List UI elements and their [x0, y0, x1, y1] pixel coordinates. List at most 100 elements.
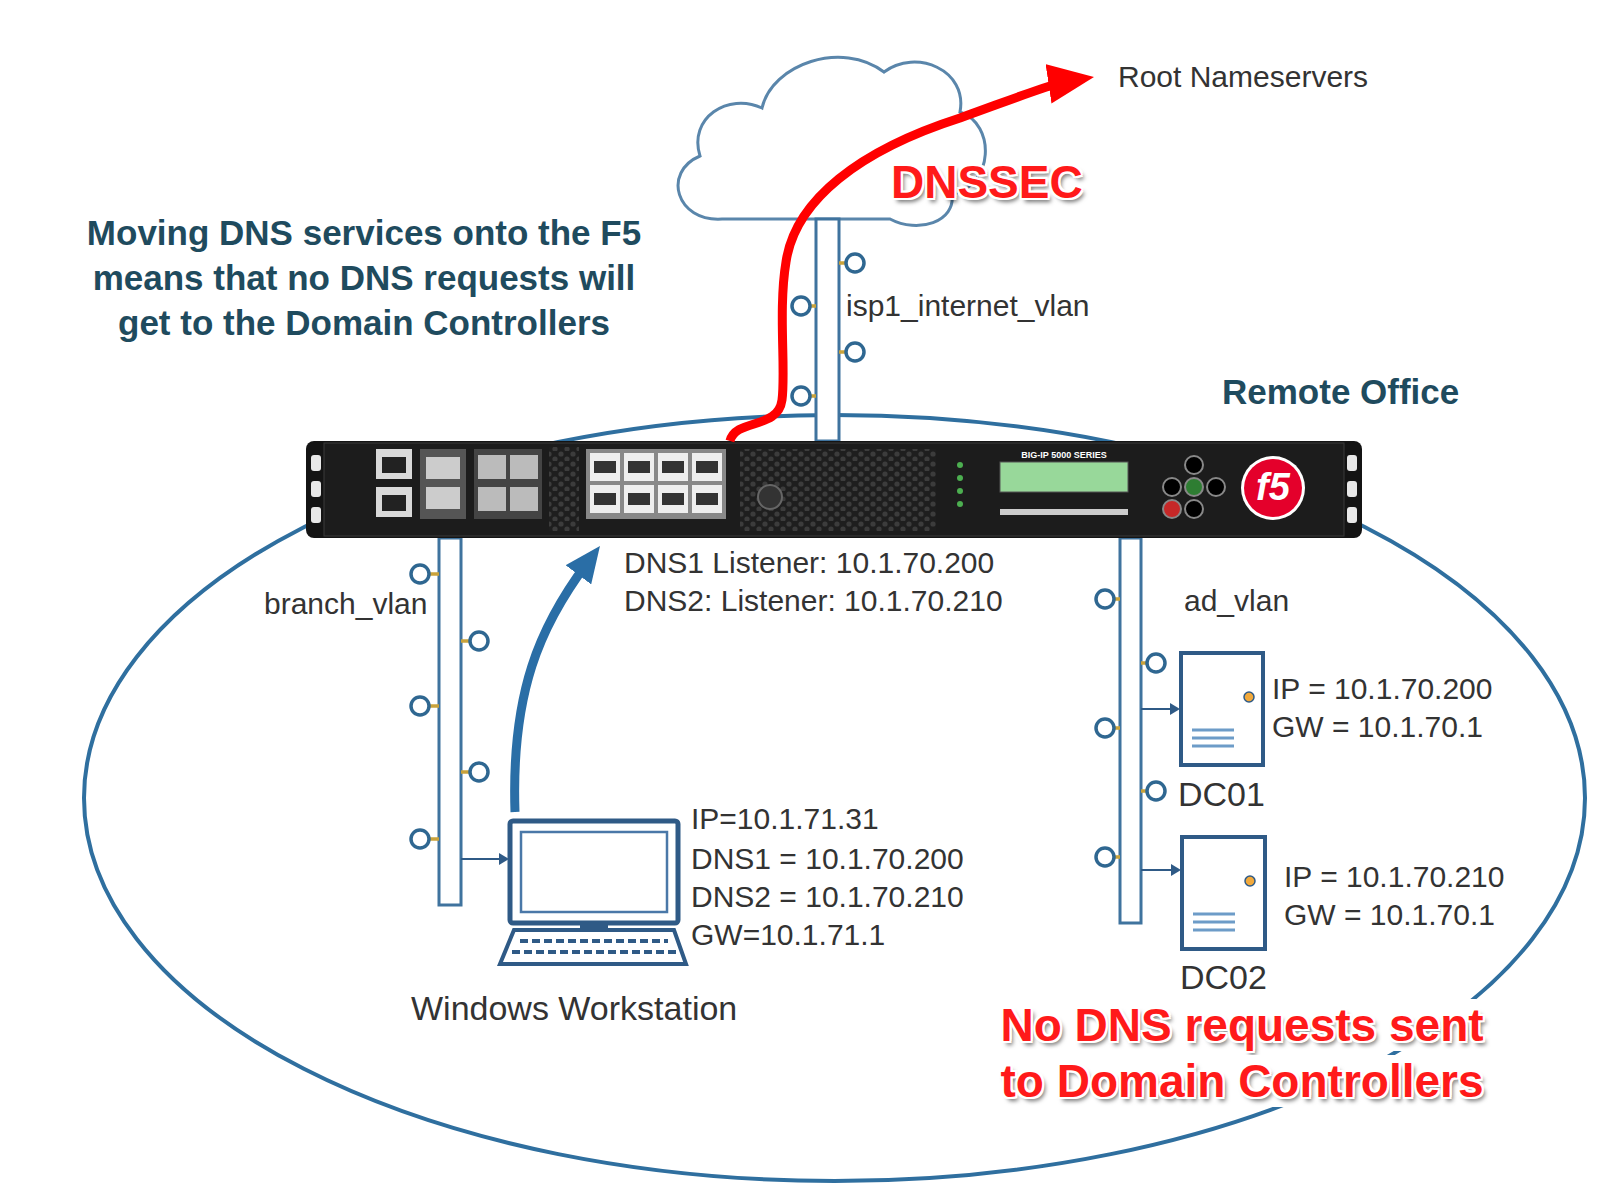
vlan-label: ad_vlan — [1184, 583, 1289, 619]
nameserver-box: Root Nameservers — [1100, 57, 1387, 97]
node-title: DC01 — [1178, 775, 1265, 813]
device-model: BIG-IP 5000 SERIES — [1000, 450, 1128, 461]
logo-ring — [1241, 456, 1305, 520]
sfp-cage — [586, 449, 726, 519]
text-holder: BIG-IP 5000 SERIES — [1000, 450, 1128, 461]
sfp-slot — [696, 461, 718, 473]
server-line — [1193, 929, 1235, 932]
sfp-slot — [628, 493, 650, 505]
server-led — [1245, 876, 1255, 886]
rj45-port — [426, 487, 460, 509]
text-holder: ad_vlan — [1184, 583, 1289, 619]
ear-slot — [311, 481, 321, 497]
mgmt-port-hole — [382, 495, 406, 511]
ip-setting: DNS1 = 10.1.70.200 — [691, 841, 964, 877]
text-holder: DNSSEC — [891, 156, 1083, 208]
text-holder: isp1_internet_vlan — [846, 288, 1090, 324]
server-line — [1192, 737, 1234, 740]
text-holder: DNS1 = 10.1.70.200 — [691, 841, 964, 877]
port-block — [420, 449, 466, 519]
sfp-slot — [594, 493, 616, 505]
text-holder: DC01 — [1178, 775, 1265, 813]
text-holder: branch_vlan — [264, 586, 427, 622]
text-holder: GW=10.1.71.1 — [691, 917, 885, 953]
domain-controller: DC01IP = 10.1.70.200GW = 10.1.70.1 — [1181, 653, 1263, 765]
text-holder: Windows Workstation — [411, 989, 737, 1027]
vlan-ports — [1096, 590, 1165, 866]
port-circle — [846, 254, 864, 272]
vlan-bar — [816, 219, 839, 441]
text-holder: No DNS requests sent to Domain Controlle… — [982, 997, 1502, 1109]
chassis — [306, 441, 1362, 538]
edge-label: DNSSEC — [891, 156, 1083, 208]
port-circle — [792, 297, 810, 315]
nav-button — [1207, 478, 1225, 496]
mgmt-port — [376, 487, 412, 517]
vlan-label: isp1_internet_vlan — [846, 288, 1090, 324]
sfp-port — [624, 453, 654, 481]
nav-button — [1185, 456, 1203, 474]
region-ellipse — [84, 415, 1585, 1181]
headline-note: Moving DNS services onto the F5 means th… — [69, 210, 659, 345]
sfp-slot — [628, 461, 650, 473]
region-title: Remote Office — [1222, 369, 1459, 414]
connector-arrow — [730, 81, 1067, 441]
domain-controller: DC02IP = 10.1.70.210GW = 10.1.70.1 — [1182, 837, 1265, 949]
fan — [758, 485, 782, 509]
vent — [549, 447, 579, 531]
warning-note: No DNS requests sent to Domain Controlle… — [1000, 999, 1483, 1107]
keyboard — [500, 930, 686, 964]
ear-slot — [311, 507, 321, 523]
mgmt-port — [376, 449, 412, 479]
text-holder: IP = 10.1.70.200 — [1272, 671, 1492, 707]
text-holder: f5 — [1242, 464, 1304, 510]
port-circle — [1096, 590, 1114, 608]
port-circle — [1096, 848, 1114, 866]
status-led — [957, 475, 963, 481]
server-icon — [1181, 653, 1263, 765]
sfp-port — [658, 453, 688, 481]
rj45-port — [510, 487, 538, 511]
sfp-port — [692, 453, 722, 481]
ear-slot — [311, 455, 321, 471]
node-title: Root Nameservers — [1118, 59, 1368, 95]
sfp-port — [658, 485, 688, 513]
ear-slot — [1347, 455, 1357, 471]
link-line — [461, 858, 501, 860]
front-panel — [324, 443, 1344, 536]
nav-button — [1163, 478, 1181, 496]
server-icon — [1182, 837, 1265, 949]
listener-address: DNS1 Listener: 10.1.70.200 — [624, 545, 994, 581]
sfp-port — [590, 485, 620, 513]
ear-slot — [1347, 507, 1357, 523]
sfp-slot — [696, 493, 718, 505]
vent — [740, 449, 936, 531]
ear-slot — [1347, 481, 1357, 497]
vlan-ports — [792, 254, 864, 405]
monitor-screen — [521, 832, 667, 912]
ip-setting: IP=10.1.71.31 — [691, 801, 879, 837]
text-holder: DNS2: Listener: 10.1.70.210 — [624, 583, 1003, 619]
node-title: DC02 — [1180, 958, 1267, 996]
sfp-port — [692, 485, 722, 513]
sfp-slot — [662, 493, 684, 505]
vlan-bar — [1120, 538, 1141, 923]
ip-setting: IP = 10.1.70.210 — [1284, 859, 1504, 895]
bigip-device: DNS1 Listener: 10.1.70.200DNS2: Listener… — [306, 441, 1362, 538]
port-circle — [1096, 719, 1114, 737]
lcd-display — [1000, 462, 1128, 492]
keyboard-keys — [520, 939, 668, 943]
port-circle — [846, 343, 864, 361]
vlan-label: branch_vlan — [264, 586, 427, 622]
text-holder: GW = 10.1.70.1 — [1272, 709, 1483, 745]
text-holder: DNS2 = 10.1.70.210 — [691, 879, 964, 915]
rj45-port — [478, 455, 506, 479]
port-circle — [411, 565, 429, 583]
rj45-port — [426, 457, 460, 479]
server-line — [1192, 729, 1234, 732]
rj45-port — [510, 455, 538, 479]
status-led — [957, 462, 963, 468]
monitor-frame — [510, 821, 678, 923]
vlan-bar — [439, 538, 461, 905]
